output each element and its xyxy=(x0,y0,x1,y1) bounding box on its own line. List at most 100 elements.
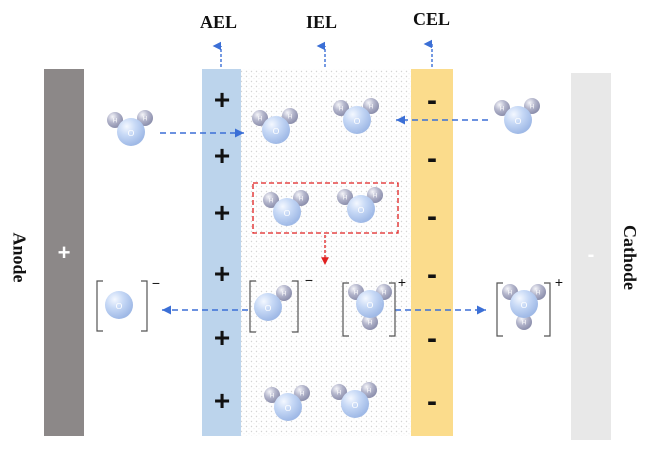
water-molecule: H H O xyxy=(264,385,310,421)
anode-label: Anode xyxy=(9,232,30,283)
oxygen-atom-letter: O xyxy=(515,116,522,126)
hydrogen-atom-letter: H xyxy=(382,290,386,296)
ael-label: AEL xyxy=(200,12,238,32)
water-molecule: H H O xyxy=(263,190,309,226)
oxygen-atom-letter: O xyxy=(128,128,135,138)
oxygen-atom-letter: O xyxy=(367,300,374,310)
hydroxide-ion: HO xyxy=(254,285,292,321)
hydrogen-atom-letter: H xyxy=(508,290,512,296)
oxygen-atom xyxy=(504,106,532,134)
hydrogen-atom xyxy=(362,314,378,330)
cel-sign: - xyxy=(427,385,437,418)
hydrogen-atom xyxy=(294,385,310,401)
oxygen-atom xyxy=(274,393,302,421)
ion-bracket xyxy=(342,282,349,337)
hydrogen-atom xyxy=(337,189,353,205)
anode-sign: + xyxy=(57,240,71,265)
hydrogen-atom-letter: H xyxy=(282,291,286,297)
hydroxide-charge: − xyxy=(304,272,314,288)
ion-bracket xyxy=(496,282,503,337)
oxygen-atom-letter: O xyxy=(352,400,359,410)
hydrogen-atom-letter: H xyxy=(522,320,526,326)
oxygen-atom xyxy=(510,290,538,318)
oxygen-atom-letter: O xyxy=(284,208,291,218)
water-molecule: H H O xyxy=(494,98,540,134)
hydrogen-atom-letter: H xyxy=(339,106,343,112)
hydrogen-atom-letter: H xyxy=(536,290,540,296)
anode-plate xyxy=(44,69,84,436)
oxygen-atom-letter: O xyxy=(521,300,528,310)
ael-sign: + xyxy=(213,84,231,115)
ael-sign: + xyxy=(213,140,231,171)
ion-brackets xyxy=(96,280,551,337)
oxygen-atom xyxy=(105,291,133,319)
oxygen-atom xyxy=(262,116,290,144)
oxygen-atom-letter: O xyxy=(273,126,280,136)
water-molecule: H H O xyxy=(331,382,377,418)
hydrogen-atom xyxy=(363,98,379,114)
hydrogen-atom xyxy=(333,100,349,116)
oxygen-atom-letter: O xyxy=(116,301,123,311)
oxygen-atom-letter: O xyxy=(354,116,361,126)
hydrogen-atom xyxy=(367,187,383,203)
cel-sign: - xyxy=(427,258,437,291)
cathode-sign: - xyxy=(587,244,595,266)
hydrogen-atom xyxy=(282,108,298,124)
ion-bracket xyxy=(544,282,551,337)
oxygen-atom-letter: O xyxy=(358,205,365,215)
hydronium-charge: + xyxy=(397,274,407,290)
hydrogen-atom xyxy=(276,285,292,301)
ion-bracket xyxy=(292,280,299,333)
hydrogen-atom-letter: H xyxy=(354,290,358,296)
ael-sign: + xyxy=(213,258,231,289)
hydrogen-atom-letter: H xyxy=(113,118,117,124)
hydrogen-atom-letter: H xyxy=(369,104,373,110)
cel-sign: - xyxy=(427,200,437,233)
oxygen-atom xyxy=(343,106,371,134)
hydrogen-atom-letter: H xyxy=(143,116,147,122)
hydrogen-atom-letter: H xyxy=(299,196,303,202)
water-molecule: H H O xyxy=(107,110,153,146)
hydrogen-atom-letter: H xyxy=(300,391,304,397)
hydrogen-atom-letter: H xyxy=(530,104,534,110)
cel-label: CEL xyxy=(413,9,451,29)
hydrogen-atom-letter: H xyxy=(258,116,262,122)
hydrogen-atom xyxy=(252,110,268,126)
hydrogen-atom-letter: H xyxy=(343,195,347,201)
oxygen-atom xyxy=(356,290,384,318)
ael-membrane xyxy=(202,69,241,436)
hydrogen-atom-letter: H xyxy=(270,393,274,399)
hydrogen-atom xyxy=(293,190,309,206)
hydrogen-atom xyxy=(137,110,153,126)
hydrogen-atom-letter: H xyxy=(337,390,341,396)
ion-bracket xyxy=(389,282,396,337)
iel-label: IEL xyxy=(306,12,338,32)
oxygen-atom xyxy=(341,390,369,418)
hydrogen-atom xyxy=(494,100,510,116)
ael-sign: + xyxy=(213,385,231,416)
oxygen-atom xyxy=(273,198,301,226)
hydrogen-atom xyxy=(361,382,377,398)
ion-bracket xyxy=(96,280,103,332)
water-molecule: H H O xyxy=(337,187,383,223)
ael-sign: + xyxy=(213,197,231,228)
hydronium-charge: + xyxy=(554,274,564,290)
hydrogen-atom xyxy=(331,384,347,400)
ael-sign: + xyxy=(213,322,231,353)
cel-sign: - xyxy=(427,84,437,117)
hydrogen-atom xyxy=(264,387,280,403)
cathode-plate xyxy=(571,73,611,440)
oxygen-atom xyxy=(117,118,145,146)
hydrogen-atom-letter: H xyxy=(269,198,273,204)
oxygen-atom-letter: O xyxy=(265,303,272,313)
hydrogen-atom-letter: H xyxy=(500,106,504,112)
oxygen-atom-letter: O xyxy=(285,403,292,413)
water-molecule: H H O xyxy=(252,108,298,144)
oxygen-atom xyxy=(347,195,375,223)
hydrogen-atom-letter: H xyxy=(373,193,377,199)
hydrogen-atom-letter: H xyxy=(288,114,292,120)
hydrogen-atom xyxy=(107,112,123,128)
hydrogen-atom-letter: H xyxy=(367,388,371,394)
